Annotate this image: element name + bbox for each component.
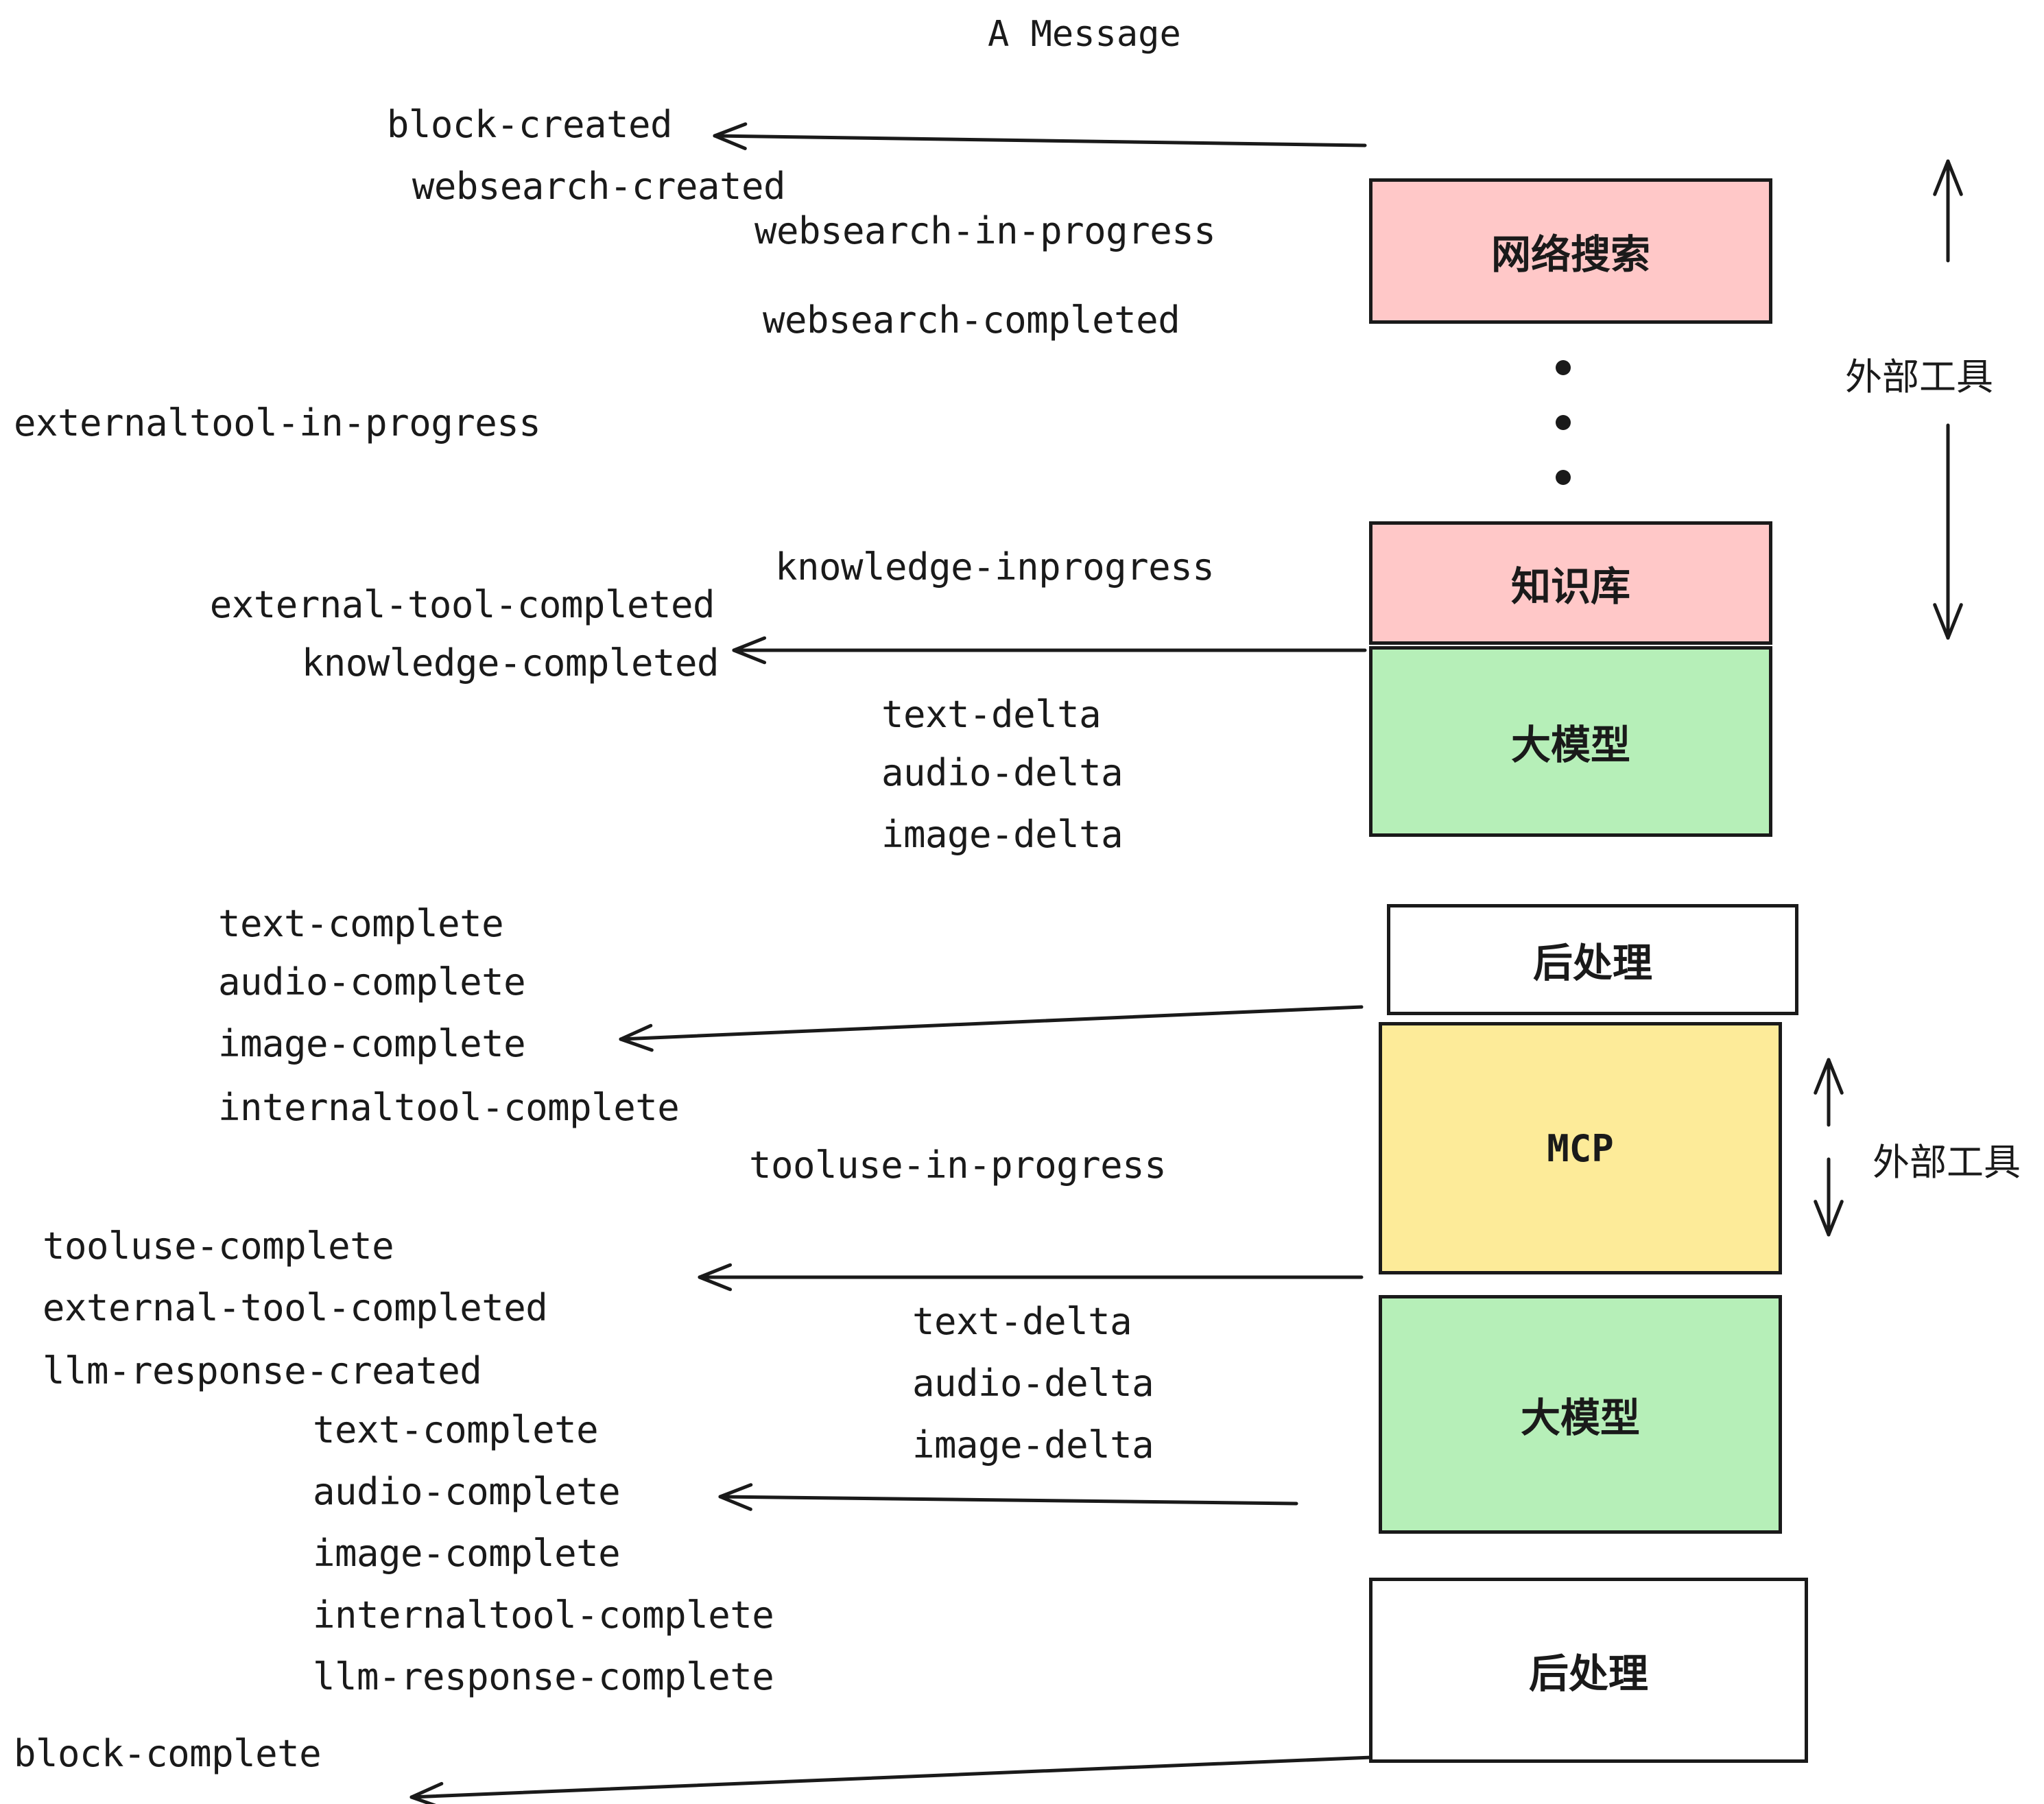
event-label: websearch-in-progress (754, 209, 1216, 252)
llm-to-events-head (698, 1263, 733, 1279)
event-label: llm-response-complete (313, 1655, 774, 1698)
external-tools-up-arrow-bottom-head (1827, 1058, 1844, 1095)
external-tools-up-arrow-top-head (1933, 159, 1950, 196)
ellipsis-dot-icon (1556, 470, 1571, 485)
external-tools-up-arrow-bottom-head (1814, 1058, 1831, 1095)
llm2-to-events-head (718, 1495, 752, 1511)
process-box: 网络搜索 (1369, 178, 1772, 324)
mcp-to-events-head (619, 1037, 654, 1052)
external-tools-down-arrow-bottom-head (1814, 1200, 1831, 1237)
external-tool-label: 外部工具 (1873, 1141, 2021, 1184)
event-label: text-delta (881, 693, 1102, 736)
process-box: 大模型 (1379, 1295, 1782, 1534)
event-label: audio-complete (218, 960, 526, 1004)
event-label: internaltool-complete (313, 1593, 774, 1637)
ellipsis-dot-icon (1556, 415, 1571, 430)
process-box-label: 后处理 (1532, 940, 1652, 986)
event-label: internaltool-complete (218, 1086, 680, 1129)
websearch-to-events-head (713, 134, 747, 150)
llm-to-events-head (698, 1275, 733, 1292)
event-label: knowledge-inprogress (775, 545, 1215, 589)
event-label: external-tool-completed (209, 583, 715, 626)
knowledge-to-events-head (732, 648, 767, 665)
event-label: audio-complete (313, 1470, 621, 1513)
process-box-label: MCP (1547, 1126, 1614, 1170)
postprocess-to-blockcomplete-head (409, 1795, 436, 1804)
websearch-to-events-head (713, 122, 748, 138)
external-tool-label: 外部工具 (1845, 355, 1993, 399)
event-label: tooluse-in-progress (749, 1143, 1167, 1187)
event-label: image-complete (218, 1022, 526, 1065)
event-label: externaltool-in-progress (14, 401, 541, 444)
process-box: MCP (1379, 1022, 1782, 1274)
event-label: audio-delta (912, 1362, 1154, 1405)
event-label: websearch-created (412, 165, 786, 208)
event-label: text-complete (218, 902, 504, 945)
llm2-to-events-head (718, 1483, 753, 1499)
external-tools-up-arrow-top-head (1946, 159, 1963, 196)
process-box: 知识库 (1369, 521, 1772, 645)
external-tools-down-arrow-top-head (1933, 603, 1950, 640)
process-box-label: 后处理 (1528, 1650, 1648, 1697)
event-label: image-delta (881, 813, 1124, 856)
process-box-label: 网络搜索 (1490, 231, 1650, 278)
websearch-to-events (713, 134, 1367, 147)
event-label: text-complete (313, 1408, 599, 1451)
event-label: websearch-completed (763, 298, 1180, 342)
process-box-label: 知识库 (1510, 563, 1630, 610)
external-tools-down-arrow-bottom-head (1827, 1200, 1844, 1237)
mcp-to-events (619, 1005, 1364, 1041)
event-label: knowledge-completed (301, 641, 720, 685)
event-label: text-delta (912, 1300, 1132, 1343)
event-label: image-delta (912, 1423, 1154, 1467)
external-tools-down-arrow-top-head (1946, 603, 1963, 640)
event-label: audio-delta (881, 751, 1124, 794)
postprocess-to-blockcomplete-head (409, 1781, 444, 1799)
event-label: block-complete (14, 1732, 322, 1775)
mcp-to-events-head (619, 1023, 653, 1041)
llm2-to-events (718, 1495, 1298, 1506)
event-label: image-complete (313, 1532, 621, 1575)
page-title: A Message (988, 14, 1181, 55)
event-label: external-tool-completed (43, 1286, 548, 1329)
process-box: 后处理 (1369, 1578, 1808, 1763)
process-box-label: 大模型 (1510, 722, 1630, 768)
event-label: tooluse-complete (43, 1224, 394, 1268)
event-label: block-created (386, 103, 673, 146)
process-box: 大模型 (1369, 646, 1772, 837)
process-box-label: 大模型 (1520, 1394, 1640, 1441)
process-box: 后处理 (1387, 904, 1798, 1015)
ellipsis-dot-icon (1556, 360, 1571, 375)
postprocess-to-blockcomplete (409, 1755, 1374, 1799)
event-label: llm-response-created (43, 1349, 482, 1392)
knowledge-to-events-head (732, 636, 767, 652)
